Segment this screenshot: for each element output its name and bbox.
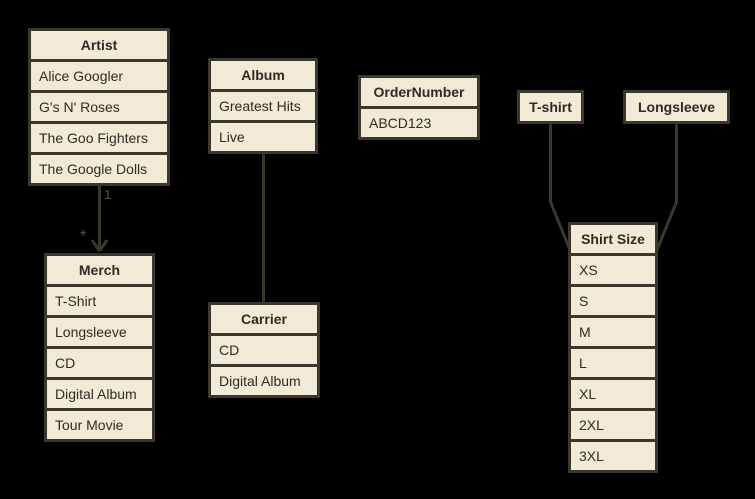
entity-tshirt-title: T-shirt — [520, 93, 581, 121]
connector-longsleeve-to-shirt-size — [655, 124, 678, 251]
multiplicity-source-label: 1 — [104, 187, 112, 202]
entity-artist: Artist Alice Googler G's N' Roses The Go… — [28, 28, 170, 186]
entity-shirt-size-row: XL — [571, 380, 655, 408]
entity-longsleeve: Longsleeve — [623, 90, 730, 124]
entity-order-number: OrderNumber ABCD123 — [358, 75, 480, 140]
entity-artist-row: The Google Dolls — [31, 155, 167, 183]
entity-shirt-size: Shirt Size XS S M L XL 2XL 3XL — [568, 222, 658, 473]
entity-order-number-row: ABCD123 — [361, 109, 477, 137]
connector-tshirt-to-shirt-size — [549, 124, 572, 251]
entity-shirt-size-row: S — [571, 287, 655, 315]
entity-artist-row: Alice Googler — [31, 62, 167, 90]
entity-tshirt: T-shirt — [517, 90, 584, 124]
entity-album-row: Live — [211, 123, 315, 151]
multiplicity-target-label: * — [80, 228, 87, 245]
entity-artist-row: The Goo Fighters — [31, 124, 167, 152]
entity-shirt-size-row: 2XL — [571, 411, 655, 439]
entity-merch: Merch T-Shirt Longsleeve CD Digital Albu… — [44, 253, 155, 442]
entity-carrier-row: CD — [211, 336, 317, 364]
entity-shirt-size-title: Shirt Size — [571, 225, 655, 253]
entity-merch-row: Digital Album — [47, 380, 152, 408]
entity-order-number-title: OrderNumber — [361, 78, 477, 106]
entity-merch-title: Merch — [47, 256, 152, 284]
entity-longsleeve-title: Longsleeve — [626, 93, 727, 121]
entity-carrier-title: Carrier — [211, 305, 317, 333]
entity-shirt-size-row: 3XL — [571, 442, 655, 470]
entity-merch-row: Tour Movie — [47, 411, 152, 439]
entity-album-row: Greatest Hits — [211, 92, 315, 120]
entity-album: Album Greatest Hits Live — [208, 58, 318, 154]
entity-artist-row: G's N' Roses — [31, 93, 167, 121]
entity-artist-title: Artist — [31, 31, 167, 59]
entity-merch-row: Longsleeve — [47, 318, 152, 346]
entity-merch-row: T-Shirt — [47, 287, 152, 315]
connector-artist-to-merch — [90, 186, 109, 252]
entity-album-title: Album — [211, 61, 315, 89]
entity-merch-row: CD — [47, 349, 152, 377]
arrowhead-down-icon — [90, 239, 109, 252]
entity-shirt-size-row: M — [571, 318, 655, 346]
entity-shirt-size-row: XS — [571, 256, 655, 284]
entity-shirt-size-row: L — [571, 349, 655, 377]
entity-carrier: Carrier CD Digital Album — [208, 302, 320, 398]
entity-carrier-row: Digital Album — [211, 367, 317, 395]
